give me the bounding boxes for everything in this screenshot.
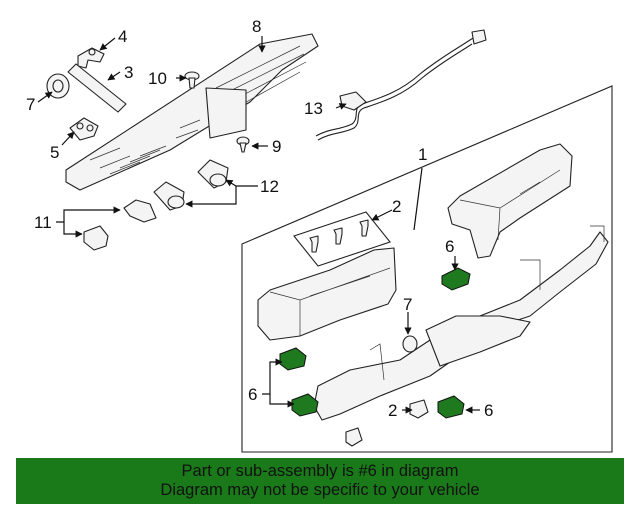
screw-part <box>236 136 250 153</box>
callout-11: 11 <box>34 213 52 232</box>
push-pin-part <box>184 71 200 89</box>
parts-diagram: 1 2 3 4 5 6 6 6 7 7 8 9 10 11 12 13 2 <box>26 17 613 453</box>
clip-part <box>69 117 99 141</box>
callout-6-right: 6 <box>484 401 493 420</box>
callout-4: 4 <box>118 27 127 46</box>
sensor-bracket-part <box>83 199 157 251</box>
callout-5: 5 <box>50 143 59 162</box>
callout-6-top: 6 <box>445 237 454 256</box>
banner-line-2: Diagram may not be specific to your vehi… <box>160 481 480 499</box>
grommet-part <box>46 73 70 99</box>
wire-harness-part <box>315 29 487 141</box>
assembly-outline <box>241 85 613 453</box>
callout-lines <box>37 36 480 414</box>
callout-10: 10 <box>148 69 167 88</box>
info-banner: Part or sub-assembly is #6 in diagram Di… <box>16 458 624 504</box>
callout-1: 1 <box>418 145 427 164</box>
bumper-right-part <box>447 143 573 259</box>
callout-7-lower: 7 <box>403 295 412 314</box>
callout-6-left: 6 <box>248 385 257 404</box>
callout-8: 8 <box>252 17 261 36</box>
callout-3: 3 <box>124 63 133 82</box>
pin-set-part <box>293 211 391 267</box>
sensor-part <box>153 159 229 211</box>
callout-12: 12 <box>260 177 279 196</box>
callout-2-bolt: 2 <box>388 401 397 420</box>
banner-line-1: Part or sub-assembly is #6 in diagram <box>181 462 459 480</box>
callout-9: 9 <box>272 137 281 156</box>
bolt-part <box>345 399 429 447</box>
bracket-part <box>77 47 105 69</box>
callout-13: 13 <box>304 99 323 118</box>
bumper-frame-part <box>313 225 609 421</box>
strip-part <box>67 63 127 113</box>
bumper-left-part <box>257 247 397 341</box>
highlighted-nut-clip-part <box>279 267 471 419</box>
step-pad-part <box>65 33 319 191</box>
callout-7-upper: 7 <box>26 95 35 114</box>
callout-2: 2 <box>392 197 401 216</box>
